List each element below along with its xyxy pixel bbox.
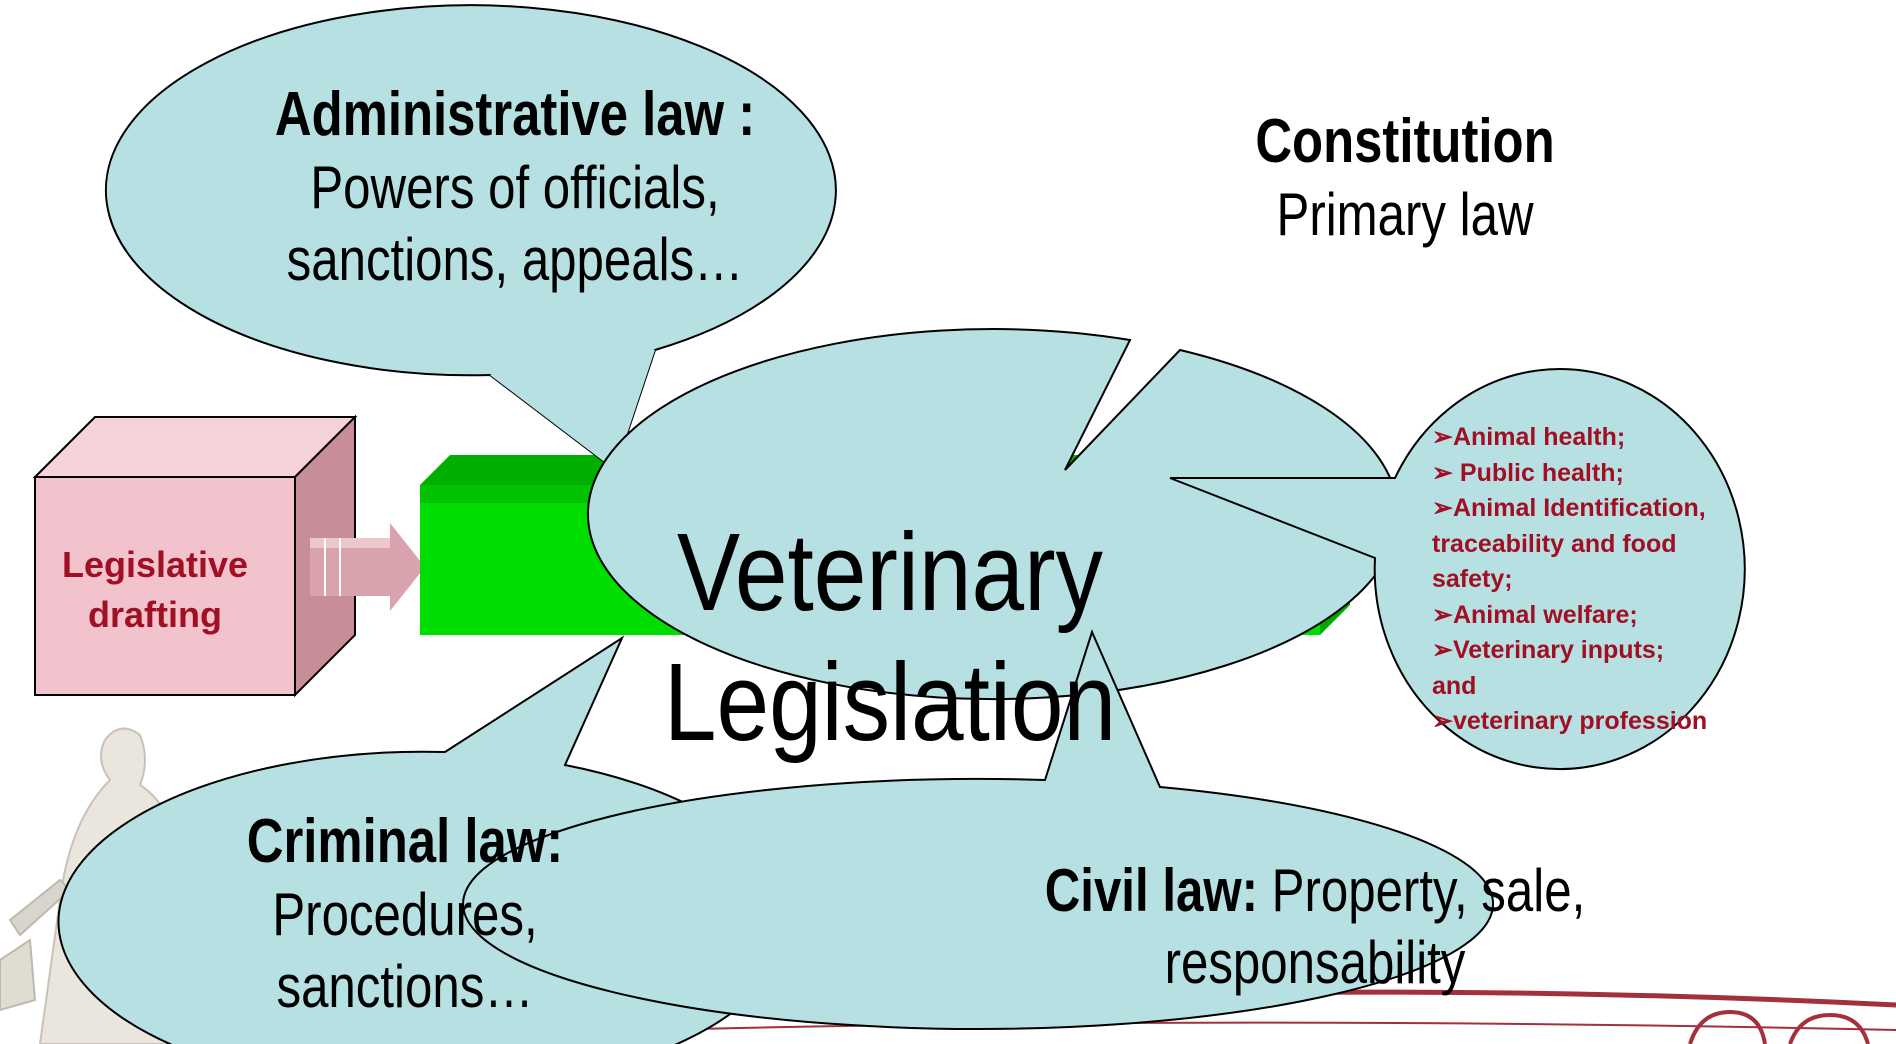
scope-item: ➢Animal health; (1432, 423, 1626, 451)
administrative-law-body-line1: Powers of officials, (310, 154, 720, 221)
administrative-law-callout: Administrative law : Powers of officials… (175, 78, 855, 296)
scope-item: ➢Veterinary inputs; (1432, 636, 1665, 664)
scope-item: ➢Animal welfare; (1432, 600, 1638, 629)
constitution-title: Constitution (1255, 107, 1555, 176)
civil-callout-shape (462, 629, 1495, 1030)
civil-law-line1: Civil law: Property, sale, (979, 855, 1651, 927)
scope-item: ➢veterinary profession (1432, 707, 1708, 735)
civil-law-body-line2: responsability (1164, 929, 1466, 996)
legislative-drafting-line1: Legislative (61, 544, 249, 585)
civil-law-callout: Civil law: Property, sale, responsabilit… (905, 855, 1725, 999)
scope-callout-shape (1169, 368, 1746, 771)
civil-law-body-line1: Property, sale, (1258, 857, 1586, 924)
constitution-callout: Constitution Primary law (1105, 105, 1705, 251)
constitution-body: Primary law (1276, 181, 1534, 248)
criminal-law-title: Criminal law: (246, 807, 564, 876)
legislative-drafting-line2: drafting (88, 594, 222, 635)
scope-item: safety; (1432, 565, 1513, 593)
scope-item: traceability and food (1432, 529, 1677, 558)
veterinary-legislation-label: Veterinary Legislation (663, 511, 1117, 764)
scope-item: ➢ Public health; (1432, 458, 1624, 487)
administrative-law-body-line2: sanctions, appeals… (286, 226, 744, 293)
administrative-law-title: Administrative law : (274, 80, 756, 149)
criminal-law-body-line1: Procedures, (272, 881, 538, 948)
scope-list: ➢Animal health; ➢ Public health; ➢Animal… (1432, 420, 1802, 740)
civil-law-title: Civil law: (1044, 857, 1259, 924)
criminal-law-body-line2: sanctions… (276, 953, 534, 1020)
arrow-right-icon (310, 523, 425, 611)
legislative-drafting-label: Legislative drafting (35, 540, 275, 640)
scope-item: and (1432, 671, 1477, 700)
footer-logo-icon (1688, 1009, 1870, 1044)
criminal-law-callout: Criminal law: Procedures, sanctions… (95, 805, 715, 1023)
scope-item: ➢Animal Identification, (1432, 494, 1706, 522)
